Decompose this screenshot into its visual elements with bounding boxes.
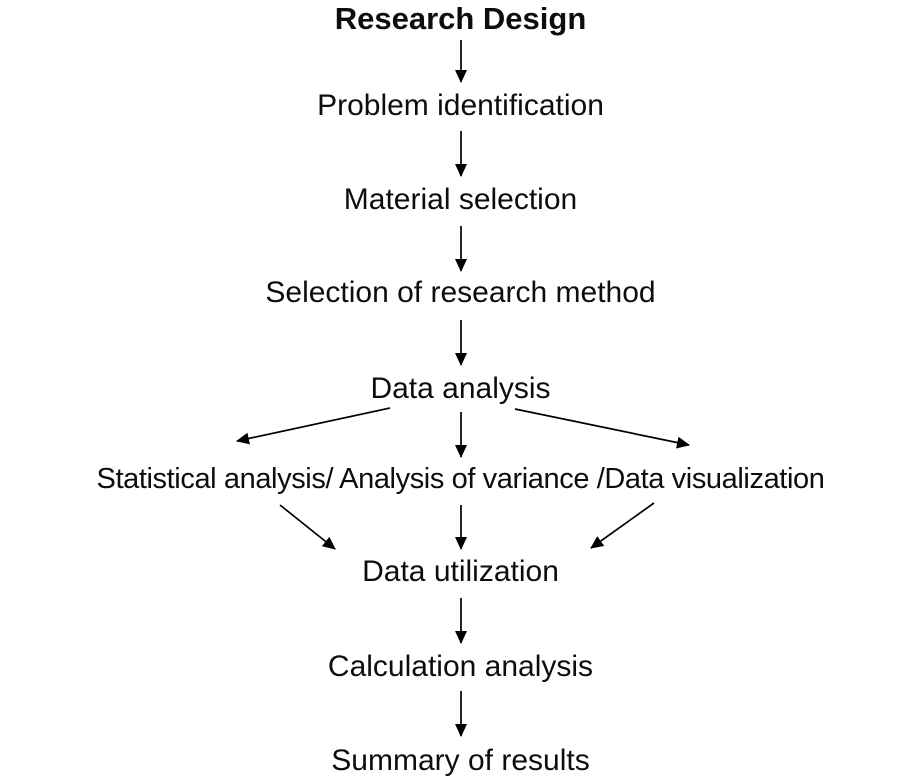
node-problem-identification: Problem identification: [317, 89, 604, 122]
node-data-analysis: Data analysis: [370, 372, 551, 405]
node-calculation-analysis: Calculation analysis: [327, 650, 594, 683]
arrow-data-analysis-to-visualization: [514, 408, 690, 449]
node-material-selection: Material selection: [343, 183, 578, 216]
node-selection-of-research-method: Selection of research method: [265, 276, 656, 309]
arrow-data-analysis-to-statistical: [236, 407, 391, 445]
node-data-utilization: Data utilization: [362, 555, 559, 588]
node-summary-of-results: Summary of results: [331, 744, 590, 777]
node-research-design: Research Design: [334, 1, 587, 36]
node-analysis-branches: Statistical analysis/ Analysis of varian…: [96, 463, 825, 495]
arrow-statistical-to-utilization: [279, 504, 336, 550]
arrow-visualization-to-utilization: [590, 502, 655, 549]
